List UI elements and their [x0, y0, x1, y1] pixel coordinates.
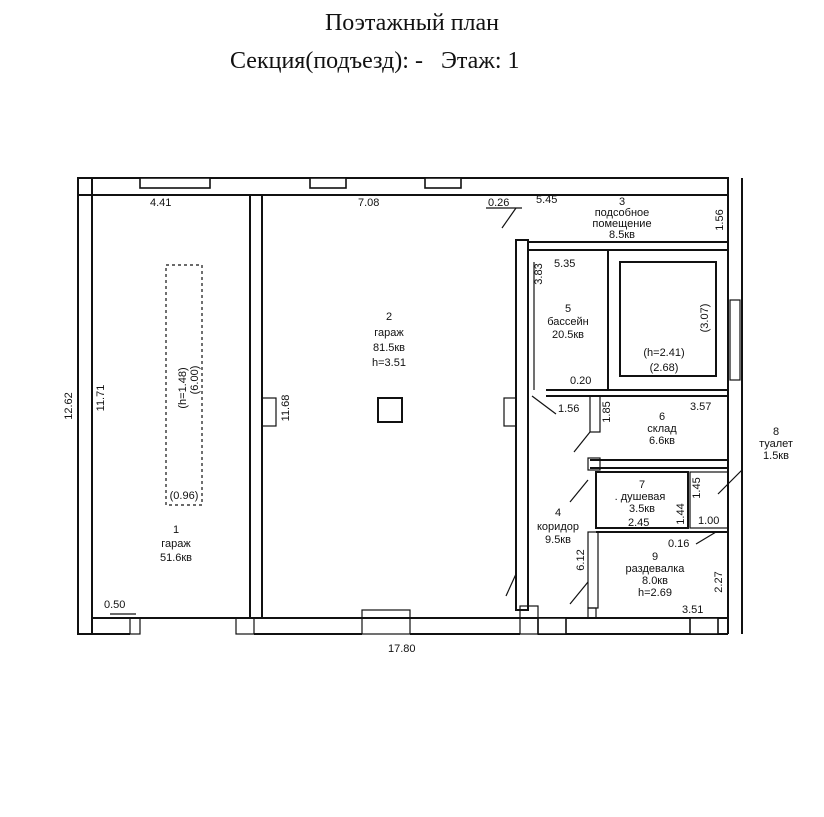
dim-612: 6.12 [575, 549, 587, 570]
pit-height: (h=1.48) [177, 367, 189, 408]
dim-545: 5.45 [536, 194, 557, 206]
dim-351: 3.51 [682, 604, 703, 616]
room-6-num: 6 [659, 411, 665, 423]
room-4-name: коридор [537, 521, 579, 533]
room-3-area: 8.5кв [609, 229, 635, 241]
wall-1-2 [249, 194, 263, 619]
dim-156-b: 1.56 [558, 403, 579, 415]
dim-016: 0.16 [668, 538, 689, 550]
pool-basin [619, 261, 717, 377]
inspection-pit [165, 264, 203, 506]
pool-width: (3.07) [699, 304, 711, 333]
pit-length: (6.00) [189, 366, 201, 395]
room-5-area: 20.5кв [552, 329, 584, 341]
outer-walls [77, 177, 743, 635]
room-3-name2: помещение [592, 218, 651, 230]
dim-020: 0.20 [570, 375, 591, 387]
room-7-area: 3.5кв [629, 503, 655, 515]
dim-535: 5.35 [554, 258, 575, 270]
room-7-num: 7 [639, 479, 645, 491]
dim-357: 3.57 [690, 401, 711, 413]
dim-227: 2.27 [713, 571, 725, 592]
dim-1262: 12.62 [63, 392, 75, 420]
section-label: Секция(подъезд): - [230, 48, 423, 74]
room-6-name: склад [647, 423, 677, 435]
dim-185: 1.85 [601, 401, 613, 422]
dim-156-a: 1.56 [714, 209, 726, 230]
plan-title: Поэтажный план [324, 10, 500, 36]
room-4-area: 9.5кв [545, 534, 571, 546]
pit-width: (0.96) [170, 490, 199, 502]
pool-depth: (2.68) [650, 362, 679, 374]
dim-144: 1.44 [675, 503, 687, 524]
dim-383: 3.83 [533, 263, 545, 284]
column [377, 397, 403, 423]
plan-subtitle: Секция(подъезд): - Этаж: 1 [230, 48, 520, 75]
room-9-name: раздевалка [626, 563, 686, 575]
pool-height: (h=2.41) [643, 347, 684, 359]
floor-label: Этаж: 1 [440, 48, 520, 74]
shower-outline [595, 471, 689, 529]
room-8-name: туалет [759, 438, 793, 450]
room-1-area: 51.6кв [160, 552, 192, 564]
dim-1780: 17.80 [388, 643, 416, 655]
room-1-name: гараж [161, 538, 191, 550]
dim-708: 7.08 [358, 197, 379, 209]
dim-026: 0.26 [488, 197, 509, 209]
dim-100: 1.00 [698, 515, 719, 527]
room-2-num: 2 [386, 311, 392, 323]
room-2-height: h=3.51 [372, 357, 406, 369]
dim-1171: 11.71 [95, 385, 107, 412]
room-5-num: 5 [565, 303, 571, 315]
room-5-name: бассейн [547, 316, 589, 328]
room-3-num: 3 [619, 196, 625, 208]
room-9-area: 8.0кв [642, 575, 668, 587]
room-2-area: 81.5кв [373, 342, 405, 354]
room-4-num: 4 [555, 507, 561, 519]
dim-050: 0.50 [104, 599, 125, 611]
room-1-num: 1 [173, 524, 179, 536]
dim-245: 2.45 [628, 517, 649, 529]
room-7-name: . душевая [615, 491, 666, 503]
room-9-height: h=2.69 [638, 587, 672, 599]
room-2-name: гараж [374, 327, 404, 339]
room-6-area: 6.6кв [649, 435, 675, 447]
dim-145: 1.45 [691, 477, 703, 498]
room-8-area: 1.5кв [763, 450, 789, 462]
room-3-name: подсобное [595, 207, 650, 219]
wall-2-4 [515, 239, 529, 611]
dim-1168: 11.68 [280, 395, 292, 422]
room-9-num: 9 [652, 551, 658, 563]
dim-441: 4.41 [150, 197, 171, 209]
room-8-num: 8 [773, 426, 779, 438]
